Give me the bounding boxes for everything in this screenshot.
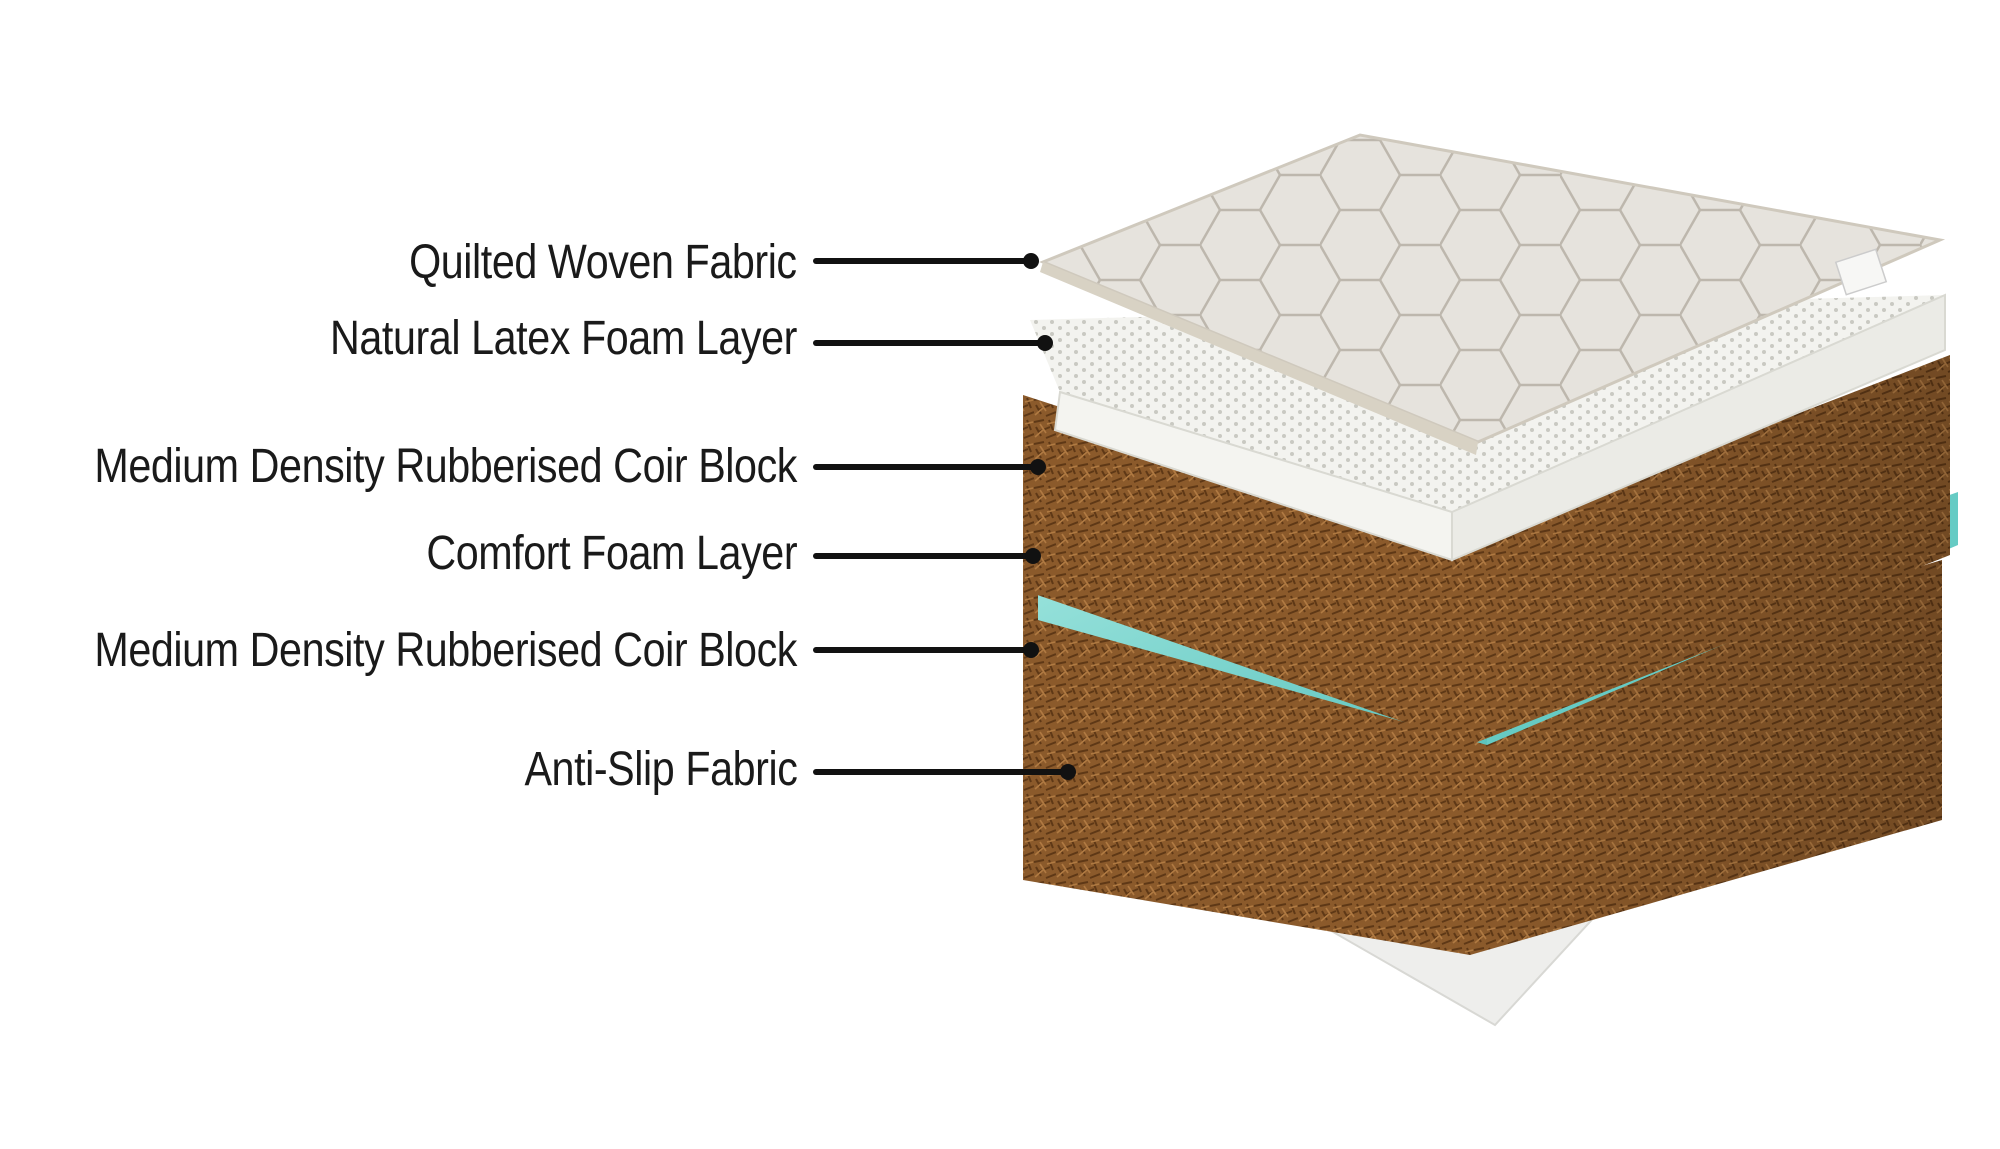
leader-dot-quilted-woven-fabric bbox=[1023, 253, 1039, 269]
leader-line-anti-slip-fabric bbox=[813, 769, 1068, 775]
lower-coir-block bbox=[1023, 560, 1942, 955]
leader-dot-natural-latex-foam bbox=[1037, 335, 1053, 351]
upper-coir-block bbox=[1023, 355, 1950, 745]
leader-line-upper-coir-block bbox=[813, 464, 1038, 470]
leader-line-comfort-foam bbox=[813, 553, 1033, 559]
leader-dot-anti-slip-fabric bbox=[1060, 764, 1076, 780]
layer-label-comfort-foam: Comfort Foam Layer bbox=[426, 527, 797, 580]
layer-label-natural-latex-foam: Natural Latex Foam Layer bbox=[330, 312, 797, 365]
layer-label-lower-coir-block: Medium Density Rubberised Coir Block bbox=[94, 624, 797, 677]
layer-label-quilted-woven-fabric: Quilted Woven Fabric bbox=[409, 236, 797, 289]
leader-dot-comfort-foam bbox=[1025, 548, 1041, 564]
layer-label-upper-coir-block: Medium Density Rubberised Coir Block bbox=[94, 440, 797, 493]
leader-line-natural-latex-foam bbox=[813, 340, 1045, 346]
leader-dot-upper-coir-block bbox=[1030, 459, 1046, 475]
layer-label-anti-slip-fabric: Anti-Slip Fabric bbox=[524, 743, 797, 796]
quilted-woven-fabric-layer bbox=[1039, 133, 1946, 455]
leader-line-lower-coir-block bbox=[813, 647, 1031, 653]
leader-dot-lower-coir-block bbox=[1023, 642, 1039, 658]
leader-line-quilted-woven-fabric bbox=[813, 258, 1031, 264]
